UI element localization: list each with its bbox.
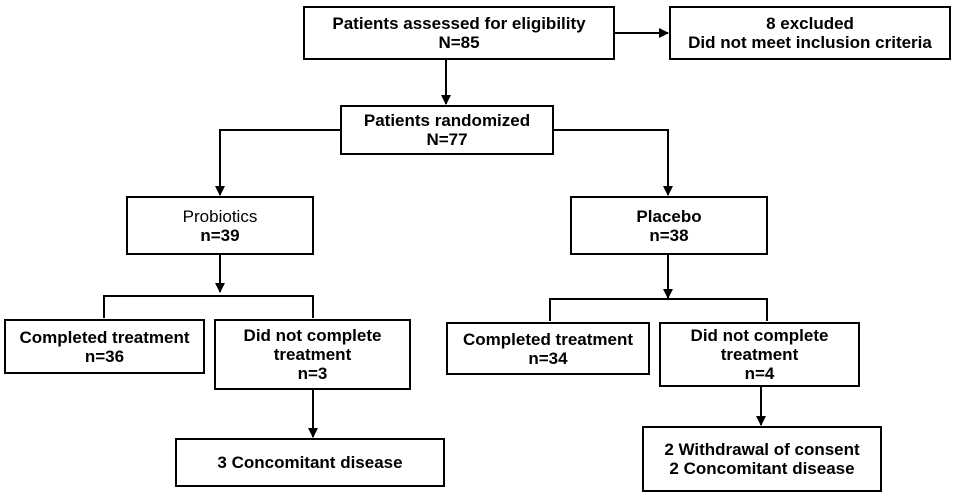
probiotics-not-completed-count: n=3 xyxy=(297,364,328,383)
placebo-completed-count: n=34 xyxy=(528,348,568,368)
placebo-not-completed-label-1: Did not complete xyxy=(690,326,829,345)
arrow-to-probiotics xyxy=(215,129,340,196)
placebo-label: Placebo xyxy=(636,206,702,226)
placebo-completed-label: Completed treatment xyxy=(462,329,634,349)
placebo-reasons-line-1: 2 Withdrawal of consent xyxy=(664,440,860,459)
box-placebo-reasons: 2 Withdrawal of consent 2 Concomitant di… xyxy=(642,426,882,492)
randomized-label: Patients randomized xyxy=(363,111,531,130)
probiotics-not-completed-label-2: treatment xyxy=(273,345,352,364)
box-probiotics-reasons: 3 Concomitant disease xyxy=(175,438,445,487)
box-probiotics-not-completed: Did not complete treatment n=3 xyxy=(214,319,411,390)
probiotics-completed-count: n=36 xyxy=(84,346,125,366)
box-probiotics: Probiotics n=39 xyxy=(126,196,314,255)
box-placebo: Placebo n=38 xyxy=(570,196,768,255)
probiotics-label: Probiotics xyxy=(182,206,258,226)
assessed-count: N=85 xyxy=(438,33,480,52)
arrow-to-placebo xyxy=(554,129,673,196)
excluded-reason: Did not meet inclusion criteria xyxy=(688,33,932,52)
placebo-reasons-line-2: 2 Concomitant disease xyxy=(669,459,855,478)
placebo-not-completed-label-2: treatment xyxy=(720,345,799,364)
probiotics-count: n=39 xyxy=(200,225,240,245)
placebo-count: n=38 xyxy=(649,225,689,245)
probiotics-reasons-line-1: 3 Concomitant disease xyxy=(217,453,403,472)
excluded-count: 8 excluded xyxy=(766,14,854,33)
placebo-not-completed-count: n=4 xyxy=(744,364,775,383)
box-excluded: 8 excluded Did not meet inclusion criter… xyxy=(669,6,951,60)
placebo-branch xyxy=(549,298,768,321)
probiotics-completed-label: Completed treatment xyxy=(19,327,190,347)
probiotics-not-completed-label-1: Did not complete xyxy=(243,326,382,345)
assessed-label: Patients assessed for eligibility xyxy=(332,14,586,33)
box-placebo-completed: Completed treatment n=34 xyxy=(446,322,650,375)
box-randomized: Patients randomized N=77 xyxy=(340,105,554,155)
box-probiotics-completed: Completed treatment n=36 xyxy=(4,319,205,374)
box-assessed: Patients assessed for eligibility N=85 xyxy=(303,6,615,60)
randomized-count: N=77 xyxy=(426,130,468,149)
box-placebo-not-completed: Did not complete treatment n=4 xyxy=(659,322,860,387)
probiotics-branch xyxy=(103,295,314,318)
